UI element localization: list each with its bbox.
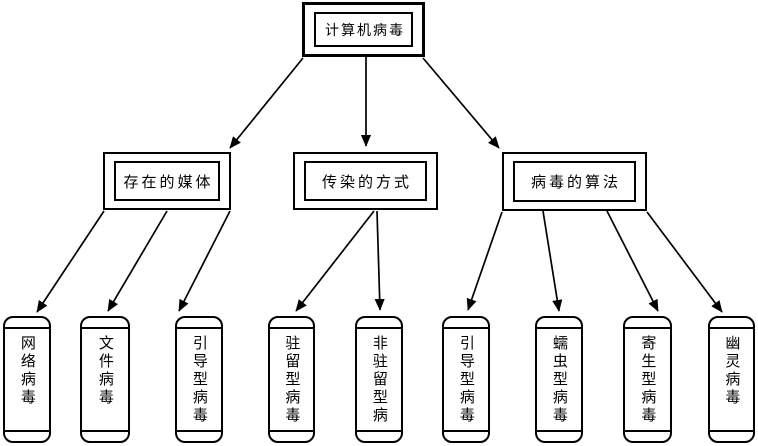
node-worm-virus-label: 蠕虫型病毒 [550,335,569,425]
node-band: 寄生型病毒 [625,327,670,432]
node-band: 幽灵病毒 [710,327,753,432]
node-band: 蠕虫型病毒 [537,327,581,432]
node-computer-virus-label: 计算机病毒 [314,12,413,47]
node-resident-virus-label: 驻留型病毒 [283,335,302,425]
node-network-virus-label: 网络病毒 [18,335,37,407]
node-file-virus-label: 文件病毒 [96,335,115,407]
arrow-algorithm-to-worm [542,210,563,312]
node-boot-virus: 引导型病毒 [175,316,223,443]
node-parasitic-virus-label: 寄生型病毒 [639,335,658,425]
node-worm-virus: 蠕虫型病毒 [535,316,583,443]
arrow-algorithm-to-boot [466,211,503,311]
node-computer-virus: 计算机病毒 [302,2,425,57]
node-band: 非驻留型病 [357,327,401,432]
node-parasitic-virus: 寄生型病毒 [623,316,672,443]
arrow-root-to-algorithm [422,57,500,149]
node-virus-algorithm: 病毒的算法 [502,152,647,211]
arrow-infection-to-resident [295,210,375,312]
node-ghost-virus: 幽灵病毒 [708,316,755,443]
node-boot-virus-2: 引导型病毒 [442,316,490,443]
node-boot-virus-label: 引导型病毒 [190,335,209,425]
arrow-algorithm-to-ghost [646,211,723,313]
node-nonresident-virus-label: 非驻留型病 [370,335,389,425]
node-band: 引导型病毒 [444,327,488,432]
node-resident-virus: 驻留型病毒 [268,316,315,443]
node-infection-method-label: 传染的方式 [304,161,427,201]
node-file-virus: 文件病毒 [80,316,130,443]
node-band: 文件病毒 [82,327,128,432]
node-virus-algorithm-label: 病毒的算法 [513,161,636,202]
node-existing-media: 存在的媒体 [103,152,231,210]
node-ghost-virus-label: 幽灵病毒 [723,335,742,407]
arrow-root-to-media [229,57,304,149]
node-network-virus: 网络病毒 [3,316,51,443]
arrow-media-to-network [36,210,105,313]
node-band: 驻留型病毒 [270,327,313,432]
arrow-media-to-file [107,210,168,312]
arrow-algorithm-to-parasitic [606,210,659,312]
node-band: 网络病毒 [5,327,49,432]
node-infection-method: 传染的方式 [293,152,438,210]
node-existing-media-label: 存在的媒体 [114,161,220,201]
arrow-infection-to-nonresident [374,210,385,311]
node-nonresident-virus: 非驻留型病 [355,316,403,443]
arrow-media-to-boot [178,210,231,312]
node-boot-virus-2-label: 引导型病毒 [457,335,476,425]
node-band: 引导型病毒 [177,327,221,432]
